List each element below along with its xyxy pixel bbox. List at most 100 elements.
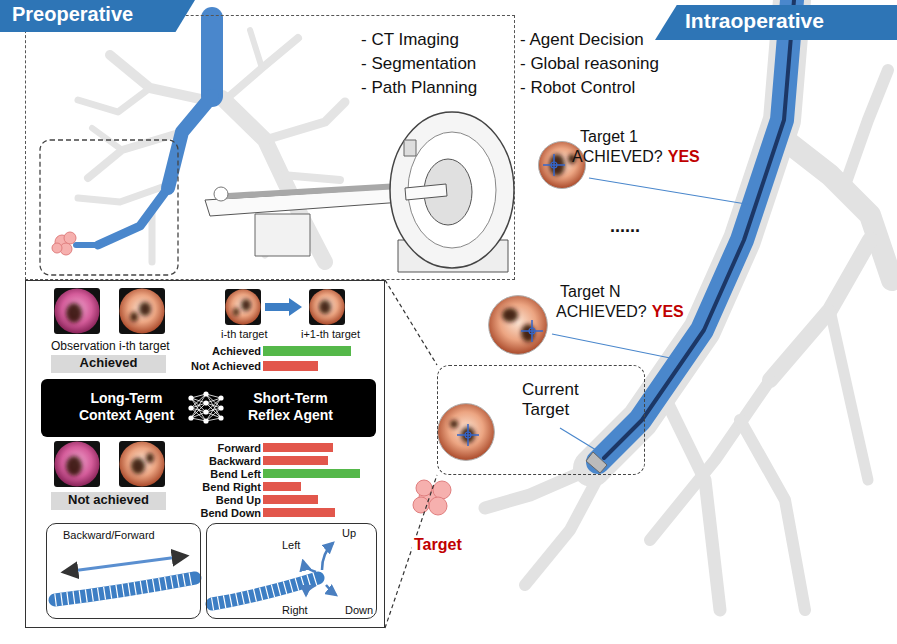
node-text: Up [342,527,356,540]
crosshair [529,328,535,334]
illustration-part [416,480,432,496]
node-text: Bend Right [166,481,261,494]
image-frame [119,441,165,487]
bend-arrow [303,543,336,595]
planned-path [76,18,212,245]
node-text: Right [282,604,308,617]
motion-arrow [64,556,186,572]
network-icon [186,390,226,426]
illustration-part [263,346,351,356]
illustration-part [263,482,301,491]
illustration-part [263,469,360,478]
leader-line [552,178,752,450]
status-label: Not achieved [51,492,166,510]
section-tab: Preoperative [0,0,195,32]
image-frame [54,288,100,334]
agent-bar: Long-Term Context Agent Short-Term Reflex… [41,379,376,437]
node-text: Bend Down [166,507,261,520]
endoscopic-image [119,441,165,487]
annotation-label: ACHIEVED? [556,303,647,322]
node-text: Short-Term Reflex Agent [233,390,348,423]
annotation-label: - Robot Control [520,78,635,98]
illustration-part [263,508,335,517]
network-neuron [203,409,208,414]
annotation-label: - Global reasoning [520,54,659,74]
node-text: - CT Imaging [361,30,459,50]
illustration-part [560,428,596,450]
node-text: i+1-th target [301,328,360,341]
network-neuron [218,405,223,410]
illustration-part [405,184,447,200]
airway-lumen [66,303,82,323]
zoom-frame [40,140,178,275]
agent-panel: Observationi-th targeti-th targeti+1-th … [25,280,385,628]
node-text: Not Achieved [166,360,261,373]
annotation-label: Target N [560,283,620,302]
node-text: Long-Term Context Agent [69,390,184,423]
airway-lumen [450,420,458,428]
node-text: Left [282,539,300,552]
node-text: Current Target [522,380,602,420]
network-neuron [218,395,223,400]
airway-lumen [319,300,331,314]
endoscopic-image [54,441,100,487]
airway-lumen [131,458,145,474]
image-frame [309,289,345,325]
node-text: i-th target [221,328,267,341]
endoscopic-image [225,289,261,325]
illustration-part [390,112,514,268]
airway-lumen [241,299,251,311]
annotation-label: ...... [610,216,640,237]
airway-view [309,289,344,324]
illustration-part [255,214,310,256]
illustration-part [78,88,150,112]
node-text: Achieved [166,345,261,358]
illustration-part [845,70,888,185]
section-tab: Intraoperative [655,5,897,40]
annotation-label: - Agent Decision [520,30,644,50]
robot-tube-segments [55,578,195,600]
annotation-label: YES [668,148,700,167]
illustration-part [98,188,168,245]
illustration-part [303,561,316,572]
network-neuron [188,405,193,410]
illustration-part [214,187,228,201]
scope-tip [586,452,607,473]
airway-view [438,404,495,461]
transition-arrow [265,298,302,316]
status-label: Achieved [51,355,166,373]
illustration-part [282,175,340,180]
illustration-part [201,18,223,96]
preoperative-region: - CT Imaging- Segmentation- Path Plannin… [25,15,515,280]
image-frame [119,288,165,334]
node-text: Backward/Forward [63,529,155,542]
illustration-part [306,585,316,595]
airway-lumen [146,453,154,463]
tumor [413,480,451,515]
airway-lumen [139,302,151,316]
node-text: Preoperative [12,3,133,27]
airway-view [225,289,260,324]
illustration-part [433,481,451,499]
node-text: Not achieved [68,492,149,507]
illustration-part [52,243,62,253]
illustration-part [263,361,318,371]
illustration-part [665,398,720,610]
network-neuron [203,391,208,396]
airway-view [54,441,99,486]
node-text: Down [345,604,373,617]
node-text: Backward [166,455,261,468]
current-target-box: Current Target [437,365,645,475]
airway-lumen [130,312,138,322]
network-neuron [203,400,208,405]
tumor [52,232,76,255]
crosshair [531,320,533,342]
illustration-part [110,55,205,100]
airway-view [119,441,164,486]
node-text: Achieved [80,355,138,370]
illustration-part [326,585,336,595]
airway-lumen [502,308,518,322]
annotation-label: Target 1 [580,128,638,147]
